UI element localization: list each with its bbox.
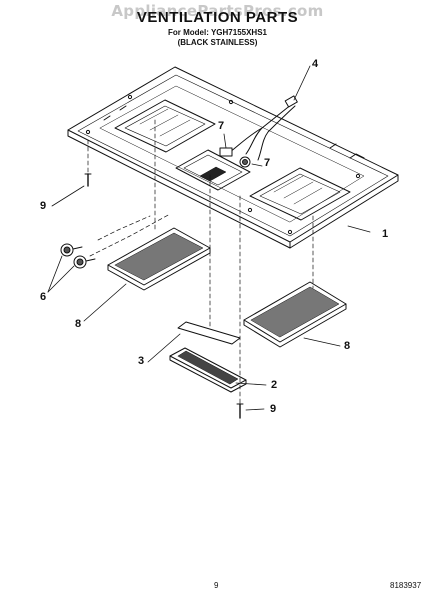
leader-lines [47, 65, 371, 411]
watermark: AppliancePartsPros.com [111, 2, 324, 20]
callout-8-right: 8 [344, 340, 351, 352]
callout-9-top: 9 [40, 200, 47, 212]
document-number: 8183937 [390, 581, 422, 590]
callout-9-bottom: 9 [270, 403, 277, 415]
model-line: For Model: YGH7155XHS1 [168, 28, 267, 37]
screw-bottom-part-9 [236, 403, 244, 419]
color-line: (BLACK STAINLESS) [177, 38, 258, 47]
callout-6: 6 [40, 291, 47, 303]
screw-top-part-9 [84, 173, 92, 187]
model-info: For Model: YGH7155XHS1 (BLACK STAINLESS) [0, 28, 435, 48]
lamp-sockets [219, 147, 251, 168]
callout-7-top: 7 [218, 120, 225, 132]
filter-left [107, 227, 211, 291]
filter-right [243, 281, 347, 348]
screws-part-6 [60, 243, 96, 269]
callout-7-right: 7 [264, 157, 271, 169]
light-housing [169, 347, 247, 393]
page-number: 9 [214, 581, 219, 590]
callout-1: 1 [382, 228, 389, 240]
vent-plate [67, 66, 399, 249]
callout-4: 4 [312, 58, 319, 70]
callout-3: 3 [138, 355, 145, 367]
callout-2: 2 [271, 379, 278, 391]
page-title: VENTILATION PARTS [136, 9, 299, 26]
light-lens [177, 321, 241, 345]
callout-8-left: 8 [75, 318, 82, 330]
assembly-lines [87, 119, 314, 405]
wire-harness [229, 95, 298, 161]
